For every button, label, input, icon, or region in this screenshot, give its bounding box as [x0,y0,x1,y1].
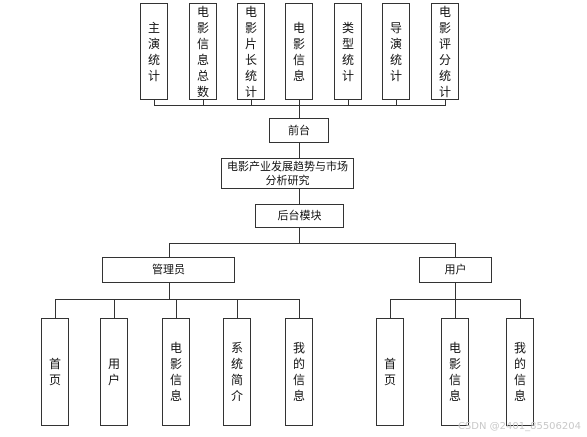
admin-box: 管理员 [102,257,235,283]
lead-actor-stats-box: 主演统计 [140,3,168,100]
connector-line [154,105,446,106]
box-label: 类型统计 [341,20,354,83]
connector-line [390,299,391,318]
connector-line [237,299,238,318]
connector-line [455,243,456,257]
connector-line [348,100,349,105]
movie-info-box: 电影信息 [285,3,313,100]
genre-stats-box: 类型统计 [334,3,362,100]
user-home-box: 首页 [376,318,404,426]
box-label: 主演统计 [147,20,160,83]
box-label: 首页 [383,357,396,387]
movie-info-total-box: 电影信息总数 [189,3,217,100]
box-label: 用户 [107,357,120,387]
connector-line [169,243,170,257]
connector-line [176,299,177,318]
user-my-info-box: 我的信息 [506,318,534,426]
box-label: 电影信息 [448,341,461,403]
box-label: 导演统计 [389,20,402,83]
connector-line [169,283,170,299]
connector-line [154,100,155,105]
connector-line [299,143,300,158]
connector-line [396,100,397,105]
box-label: 首页 [48,357,61,387]
connector-line [251,100,252,105]
connector-line [55,299,56,318]
frontend-box: 前台 [269,118,329,143]
connector-line [299,189,300,204]
backend-box: 后台模块 [255,204,344,228]
user-box: 用户 [419,257,492,283]
box-label: 系统简介 [230,341,243,403]
connector-line [299,100,300,105]
admin-home-box: 首页 [41,318,69,426]
director-stats-box: 导演统计 [382,3,410,100]
box-label: 电影信息 [169,341,182,403]
box-label: 我的信息 [513,341,526,403]
connector-line [299,228,300,243]
connector-line [520,299,521,318]
connector-line [455,299,456,318]
connector-line [114,299,115,318]
admin-user-box: 用户 [100,318,128,426]
connector-line [455,283,456,299]
connector-line [203,100,204,105]
connector-line [299,299,300,318]
connector-line [299,105,300,118]
box-label: 电影信息 [292,20,305,83]
watermark: CSDN @2401_85506204 [457,421,581,432]
connector-line [55,299,300,300]
box-label: 电影评分统计 [438,4,451,99]
admin-system-intro-box: 系统简介 [223,318,251,426]
system-title-box: 电影产业发展趋势与市场分析研究 [221,158,354,189]
user-movie-info-box: 电影信息 [441,318,469,426]
admin-movie-info-box: 电影信息 [162,318,190,426]
box-label: 我的信息 [292,341,305,403]
movie-rating-stats-box: 电影评分统计 [431,3,459,100]
movie-length-stats-box: 电影片长统计 [237,3,265,100]
admin-my-info-box: 我的信息 [285,318,313,426]
connector-line [169,243,456,244]
box-label: 电影片长统计 [244,4,257,99]
box-label: 电影信息总数 [196,4,209,99]
connector-line [445,100,446,105]
